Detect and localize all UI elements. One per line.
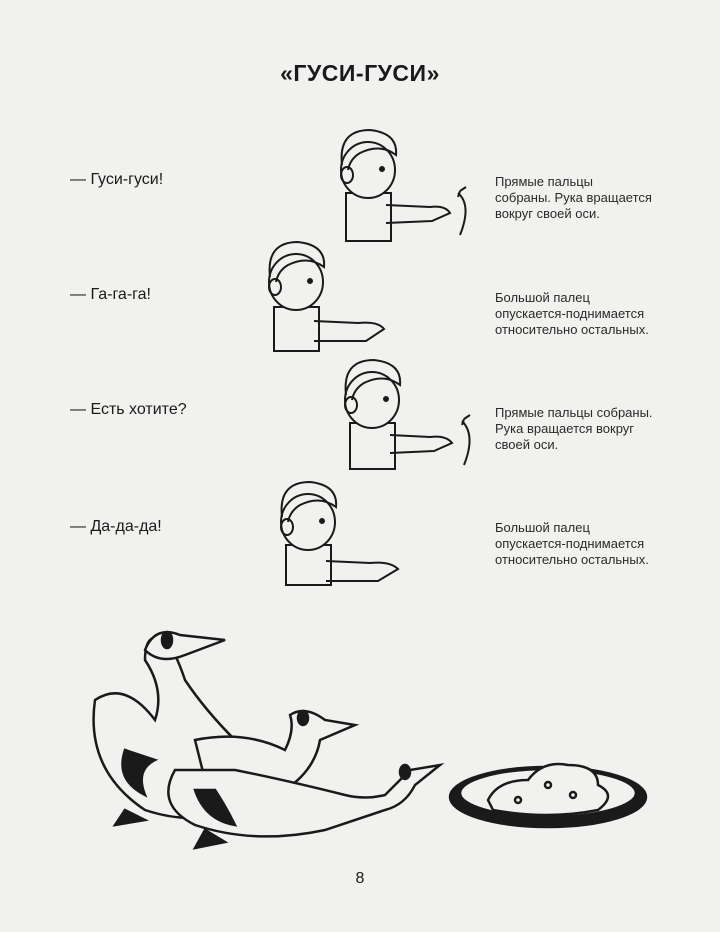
boy-illustration-2 [268,240,386,352]
geese-illustration [92,630,445,850]
page-title: «ГУСИ-ГУСИ» [280,60,440,86]
phrase-1: — Гуси-гуси! [70,171,164,188]
phrase-3: — Есть хотите? [70,401,187,418]
description-line: Рука вращается вокруг [495,421,635,436]
description-line: Прямые пальцы собраны. [495,405,653,420]
description-line: опускается-поднимается [495,306,645,321]
description-2: Большой палец опускается-поднимается отн… [495,290,695,338]
description-line: относительно остальных. [495,552,649,567]
description-line: вокруг своей оси. [495,206,600,221]
boy-illustration-3 [344,358,471,470]
description-line: Прямые пальцы [495,174,594,189]
boy-illustration-1 [340,128,467,242]
description-4: Большой палец опускается-поднимается отн… [495,520,695,568]
description-3: Прямые пальцы собраны. Рука вращается во… [495,405,695,453]
description-line: опускается-поднимается [495,536,645,551]
bowl-illustration [448,762,648,829]
phrase-4: — Да-да-да! [70,518,162,535]
description-line: относительно остальных. [495,322,649,337]
description-1: Прямые пальцы собраны. Рука вращается во… [495,174,695,222]
description-line: Большой палец [495,290,590,305]
boy-illustration-4 [280,480,400,586]
page-number: 8 [355,870,365,887]
description-line: Большой палец [495,520,590,535]
description-line: собраны. Рука вращается [495,190,652,205]
description-line: своей оси. [495,437,559,452]
phrase-2: — Га-га-га! [70,286,151,303]
